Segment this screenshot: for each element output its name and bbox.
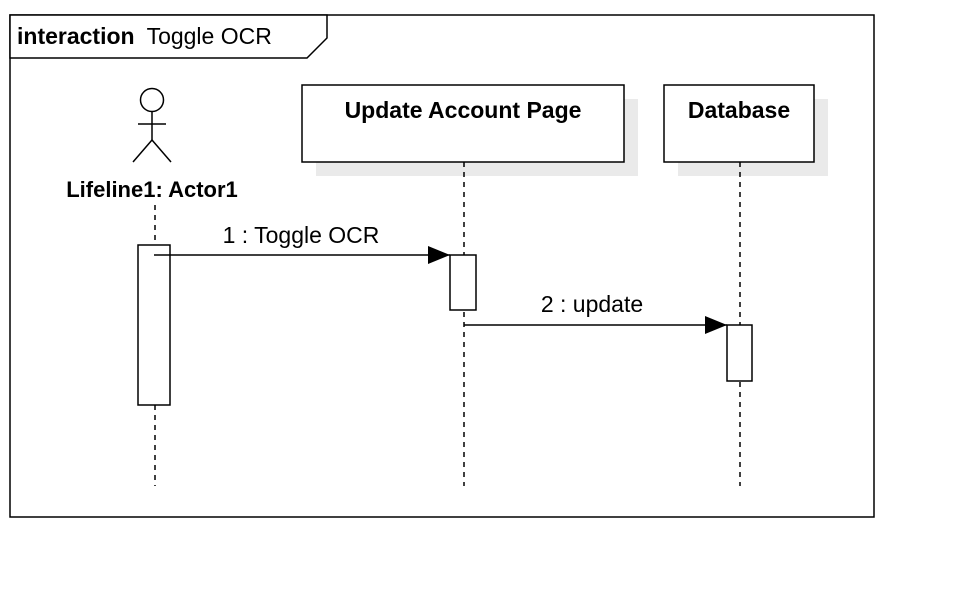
- activation-bar-update-account-page: [449, 254, 477, 311]
- frame-keyword: interaction: [17, 23, 135, 49]
- actor-stick-figure-icon: [132, 87, 172, 163]
- frame-name: Toggle OCR: [147, 23, 272, 49]
- message-label-update: 2 : update: [541, 291, 643, 317]
- frame-title: interaction Toggle OCR: [17, 23, 272, 49]
- frame-name-tab: [9, 14, 328, 59]
- actor-label: Lifeline1: Actor1: [66, 177, 238, 202]
- lifeline-label-update-account-page: Update Account Page: [345, 97, 582, 123]
- activation-bar-actor: [137, 244, 171, 406]
- message-label-toggle-ocr: 1 : Toggle OCR: [223, 222, 380, 248]
- activation-bar-database: [726, 324, 753, 382]
- lifeline-box-database: [663, 84, 815, 163]
- lifeline-box-update-account-page: [301, 84, 625, 163]
- lifeline-label-database: Database: [688, 97, 790, 123]
